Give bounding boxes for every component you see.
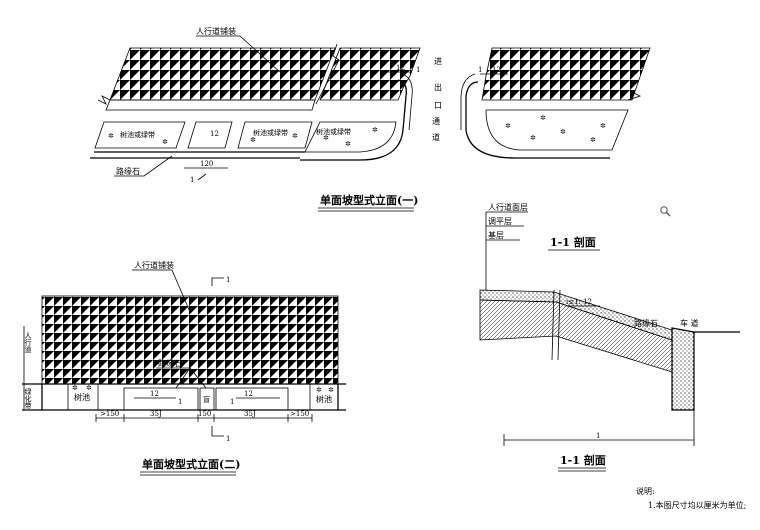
sidewalk-grid-2 <box>41 295 339 385</box>
svg-text:✲: ✲ <box>590 136 596 144</box>
plan2-slope-right: 12 <box>244 390 253 398</box>
sidewalk-grid-right <box>481 47 651 101</box>
svg-text:✲: ✲ <box>372 126 378 134</box>
svg-text:✲: ✲ <box>162 138 168 146</box>
svg-text:出: 出 <box>434 82 442 92</box>
svg-text:✲: ✲ <box>250 136 256 144</box>
side-label-top: 人行道 <box>24 332 32 354</box>
plan1-curb-label: 路缘石 <box>116 166 140 176</box>
svg-text:✲: ✲ <box>345 140 351 148</box>
plan2-mark-right: 1 <box>230 398 234 406</box>
plan2-sidewalk-label: 人行道铺装 <box>134 260 174 270</box>
plan2-title: 单面坡型式立面(二) <box>142 457 240 471</box>
break-line <box>315 43 340 105</box>
svg-text:✲: ✲ <box>560 128 566 136</box>
svg-text:✲: ✲ <box>108 132 114 140</box>
access-channel-label: 进 出 口 通 道 <box>432 57 442 142</box>
section-break <box>551 289 561 361</box>
svg-text:✲: ✲ <box>292 132 298 140</box>
svg-text:✲: ✲ <box>328 386 334 394</box>
plan-two: 1 1 人行道 绿化带 树池 树池 ✲ ✲ ✲ ✲ 人行道铺装 路缘石 12 1… <box>22 260 346 476</box>
sidewalk-grid-middle <box>319 47 421 101</box>
plan-one: ✲ ✲ ✲ ✲ ✲ ✲ ✲ ✲ ✲ ✲ ✲ ✲ ✲ 人行道铺装 树池或绿带 树池… <box>90 26 651 212</box>
section-title-bottom: 1-1 剖面 <box>560 453 606 467</box>
section-base-layer <box>479 299 673 373</box>
sidewalk-grid-left <box>109 47 336 101</box>
curb-block <box>671 327 695 411</box>
plan1-title: 单面坡型式立面(一) <box>320 193 418 207</box>
svg-text:通: 通 <box>432 116 440 126</box>
notes-item-1: 1.本图尺寸均以厘米为单位; <box>648 500 746 510</box>
plan2-curb-label: 路缘石 <box>158 358 182 368</box>
svg-text:盲: 盲 <box>203 395 210 404</box>
dim-2: 35J <box>150 410 162 418</box>
plan1-section-mark: 1 <box>190 176 194 184</box>
layer-label-2: 调平层 <box>488 217 512 226</box>
plan2-mark-left: 1 <box>178 398 182 406</box>
layer-label-1: 人行道面层 <box>488 202 528 212</box>
notes: 说明: 1.本图尺寸均以厘米为单位; <box>636 486 746 510</box>
section-road-label: 车 道 <box>680 318 699 328</box>
planting-strip-1 <box>94 121 186 149</box>
plan1-sidewalk-label: 人行道铺装 <box>196 26 236 36</box>
planting-strip-2 <box>187 121 233 149</box>
section-curb-label: 路缘石 <box>634 318 658 328</box>
svg-text:道: 道 <box>432 132 440 142</box>
plan2-slope-left: 12 <box>150 390 159 398</box>
curb-return-left <box>300 79 407 161</box>
curb-return-right <box>465 81 610 159</box>
svg-text:1: 1 <box>478 66 482 74</box>
svg-text:口: 口 <box>434 101 442 110</box>
section-one: 人行道面层 调平层 基层 1-1 剖面 i≤1: 12 路缘石 车 道 1 1-… <box>479 202 740 472</box>
plan2-section-bottom: 1 <box>226 435 230 443</box>
plan2-section-top: 1 <box>226 276 230 284</box>
svg-text:✲: ✲ <box>72 384 78 392</box>
tree-pit-left-label: 树池 <box>74 392 90 402</box>
section-slope-label: i≤1: 12 <box>566 298 592 306</box>
section-dim-label: 1 <box>596 432 600 440</box>
svg-text:✲: ✲ <box>530 134 536 142</box>
side-label-bottom: 绿化带 <box>24 387 32 410</box>
svg-text:✲: ✲ <box>316 386 322 394</box>
magnifier-icon[interactable] <box>660 206 671 217</box>
svg-text:✲: ✲ <box>86 384 92 392</box>
planting-strip-3 <box>237 121 313 149</box>
dim-3: 150 <box>198 410 211 418</box>
planting-strip-4 <box>304 121 397 153</box>
layer-label-3: 基层 <box>488 230 504 240</box>
slope-left: 12 <box>396 64 405 72</box>
svg-text:✲: ✲ <box>540 114 546 122</box>
dim-1: >150 <box>100 410 119 418</box>
svg-text:12: 12 <box>210 130 219 138</box>
planting-label-2: 树池或绿带 <box>253 128 288 137</box>
planting-label-3: 树池或绿带 <box>316 127 351 136</box>
planting-strip-5 <box>485 109 629 151</box>
svg-text:进: 进 <box>434 57 442 66</box>
svg-text:✲: ✲ <box>600 122 606 130</box>
dim-120: 120 <box>200 160 213 168</box>
dim-4: 35J <box>244 410 256 418</box>
sidewalk-band <box>105 99 316 111</box>
planting-label-1: 树池或绿带 <box>120 130 155 139</box>
notes-heading: 说明: <box>636 486 655 496</box>
svg-text:✲: ✲ <box>505 122 511 130</box>
tree-pit-right-label: 树池 <box>316 394 332 404</box>
section-title-top: 1-1 剖面 <box>550 235 596 249</box>
dim-5: >150 <box>290 410 309 418</box>
svg-text:✲: ✲ <box>323 134 329 142</box>
slope-right: 12 <box>492 66 501 74</box>
ramp-left <box>123 387 199 411</box>
svg-text:1: 1 <box>416 66 420 74</box>
tree-symbols: ✲ ✲ ✲ ✲ ✲ ✲ ✲ ✲ ✲ ✲ ✲ ✲ ✲ <box>108 114 606 148</box>
